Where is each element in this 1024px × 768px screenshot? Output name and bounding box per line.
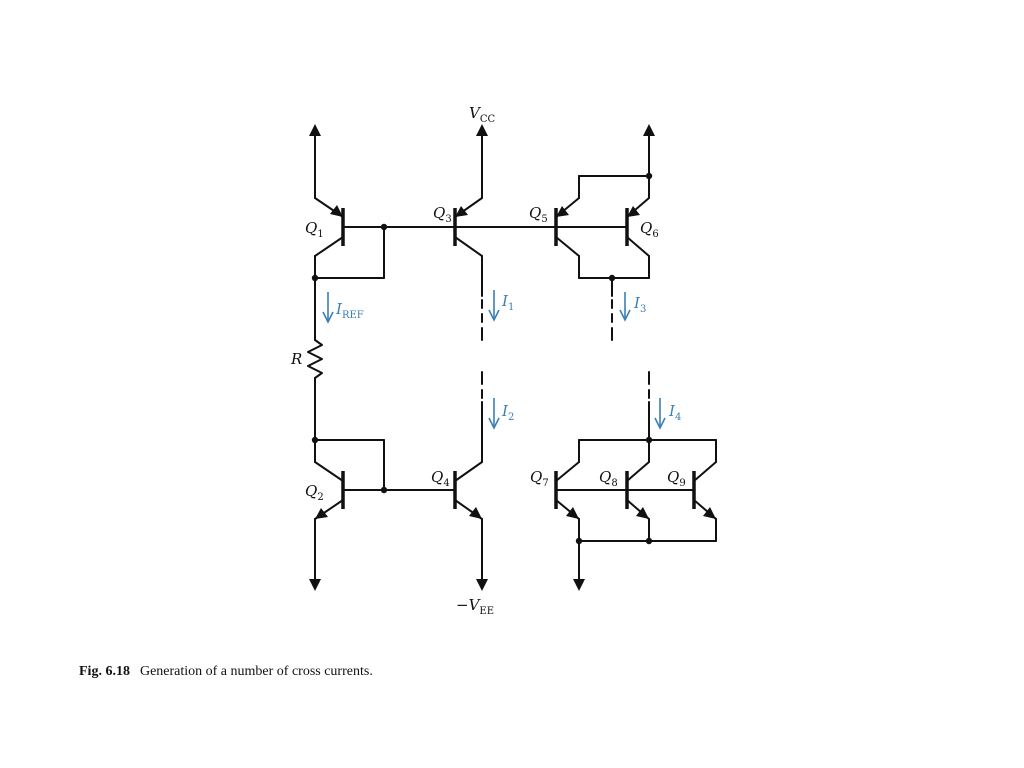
junction-dot: [311, 436, 319, 444]
i4-label: I4: [668, 402, 681, 423]
emitter-arrow-icon: [627, 206, 640, 217]
q3-label: Q3: [433, 204, 452, 225]
junction-dot: [311, 274, 319, 282]
transistor-q6: [625, 197, 650, 257]
q8-label: Q8: [599, 468, 618, 489]
q2-label: Q2: [305, 482, 324, 503]
emitter-arrow-icon: [315, 508, 328, 519]
q4-label: Q4: [431, 468, 450, 489]
junction-dot: [608, 274, 616, 282]
current-arrow-i3-icon: [619, 292, 631, 322]
junction-dot: [645, 172, 653, 180]
emitter-arrow-icon: [566, 507, 579, 519]
junction-dot: [380, 223, 388, 231]
emitter-arrow-icon: [556, 206, 569, 217]
junction-dot: [380, 486, 388, 494]
i1-label: I1: [501, 292, 514, 313]
q6-label: Q6: [640, 219, 659, 240]
current-arrow-iref-icon: [322, 292, 334, 324]
emitter-arrow-icon: [469, 507, 482, 519]
junction-dots: [311, 172, 653, 545]
current-arrow-i2-icon: [488, 398, 500, 430]
transistor-q5: [554, 197, 580, 257]
q7-label: Q7: [530, 468, 549, 489]
emitter-arrow-icon: [703, 507, 716, 519]
q1-label: Q1: [305, 219, 324, 240]
emitter-arrow-icon: [330, 205, 343, 217]
junction-dot: [575, 537, 583, 545]
figure-caption-text: Generation of a number of cross currents…: [139, 664, 373, 679]
junction-dot: [645, 436, 653, 444]
transistor-q4: [453, 461, 483, 520]
figure-number: Fig. 6.18: [79, 664, 130, 679]
current-arrow-i4-icon: [654, 398, 666, 430]
iref-label: IREF: [335, 300, 364, 321]
i2-label: I2: [501, 402, 514, 423]
transistor-q2: [314, 439, 385, 520]
vcc-label: VCC: [469, 104, 495, 125]
i3-label: I3: [633, 294, 646, 315]
transistor-q1: [314, 197, 385, 279]
emitter-arrow-icon: [455, 206, 468, 217]
transistor-q3: [453, 197, 483, 257]
resistor-label: R: [290, 350, 302, 368]
transistor-q9: [692, 461, 717, 520]
figure-caption: Fig. 6.18 Generation of a number of cross…: [79, 664, 373, 680]
junction-dot: [645, 537, 653, 545]
emitter-arrow-icon: [636, 507, 649, 519]
resistor-r: [307, 339, 323, 379]
current-arrow-i1-icon: [488, 290, 500, 322]
vee-label: −VEE: [456, 596, 494, 617]
q5-label: Q5: [529, 204, 548, 225]
q9-label: Q9: [667, 468, 686, 489]
